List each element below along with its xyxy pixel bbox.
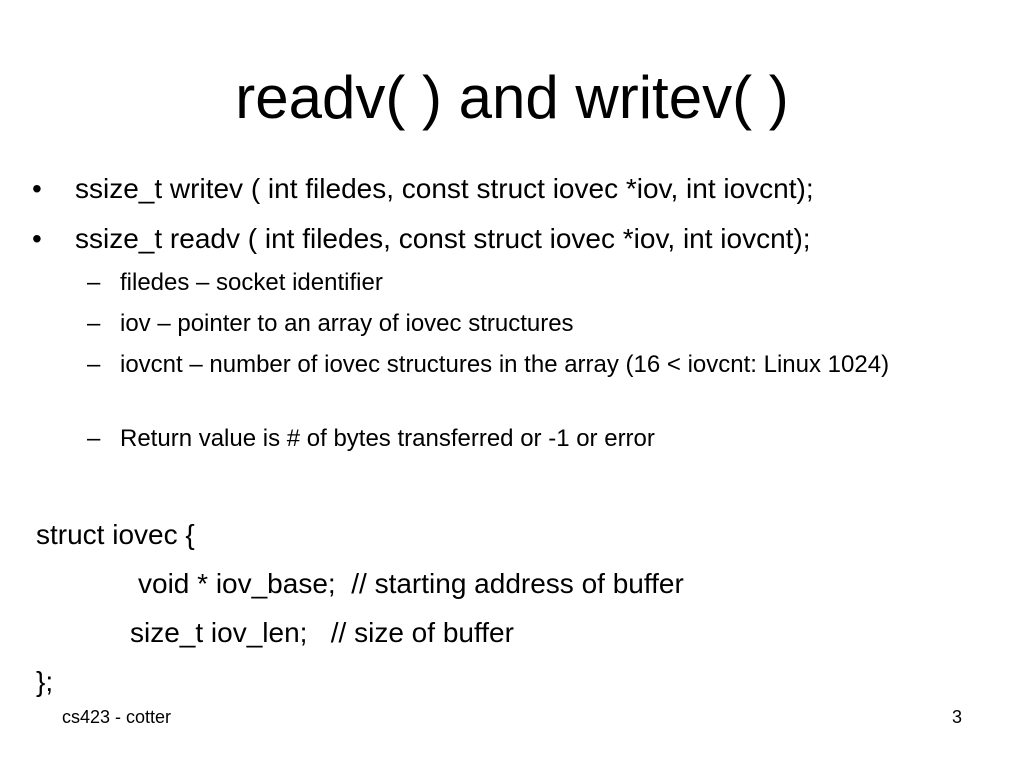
bullet-mark: • xyxy=(32,223,42,254)
code-line: struct iovec { xyxy=(36,519,195,550)
sub-bullet-text: Return value is # of bytes transferred o… xyxy=(120,425,655,452)
sub-bullet-text: iov – pointer to an array of iovec struc… xyxy=(120,310,574,337)
code-line: }; xyxy=(36,666,54,697)
sub-bullet-text: iovcnt – number of iovec structures in t… xyxy=(120,351,890,378)
code-line: size_t iov_len; // size of buffer xyxy=(130,617,514,648)
slide-title: readv( ) and writev( ) xyxy=(235,64,789,131)
sub-bullet-mark: – xyxy=(87,310,101,337)
bullet-mark: • xyxy=(32,173,42,204)
sub-bullet-text: filedes – socket identifier xyxy=(120,269,383,296)
bullet-text: ssize_t writev ( int filedes, const stru… xyxy=(75,173,814,204)
page-number: 3 xyxy=(952,707,963,727)
code-line: void * iov_base; // starting address of … xyxy=(138,568,684,599)
sub-bullet-mark: – xyxy=(87,425,101,452)
sub-bullet-mark: – xyxy=(87,269,101,296)
bullet-text: ssize_t readv ( int filedes, const struc… xyxy=(75,223,811,254)
footer-author: cs423 - cotter xyxy=(62,707,172,727)
sub-bullet-mark: – xyxy=(87,351,101,378)
